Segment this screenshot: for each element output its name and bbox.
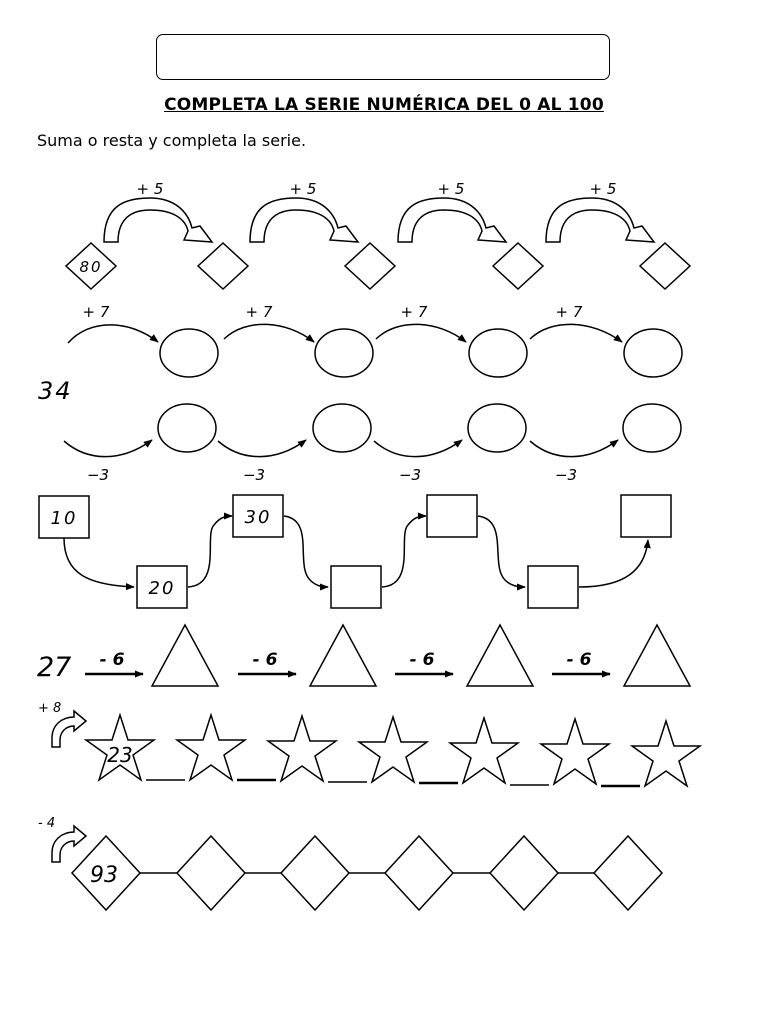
- series-start-34: 34: [38, 377, 73, 405]
- add7-step-label: + 7: [556, 303, 583, 321]
- box-4-blank[interactable]: [330, 565, 382, 609]
- sub6-blank-triangle[interactable]: [622, 623, 692, 687]
- star-blank[interactable]: [174, 712, 248, 782]
- sub3-blank-ellipse[interactable]: [312, 403, 372, 453]
- add7-arrow-3: [375, 323, 467, 343]
- add5-step-label: + 5: [137, 180, 164, 198]
- sub6-step-label: - 6: [100, 650, 125, 670]
- add7-blank-ellipse[interactable]: [159, 328, 219, 378]
- sub3-arrow-2: [217, 439, 307, 458]
- box-7-blank[interactable]: [620, 494, 672, 538]
- sub6-step-label: - 6: [567, 650, 592, 670]
- diamond-blank[interactable]: [592, 834, 664, 912]
- box-1: [38, 495, 90, 539]
- sub6-step-label: - 6: [253, 650, 278, 670]
- add5-arrow-4: [545, 197, 656, 243]
- sub3-blank-ellipse[interactable]: [467, 403, 527, 453]
- box-6-blank[interactable]: [527, 565, 579, 609]
- add7-step-label: + 7: [83, 303, 110, 321]
- diamond-start-value: 93: [90, 863, 118, 888]
- sub6-series: [85, 623, 692, 687]
- star-blank[interactable]: [356, 714, 430, 784]
- sub6-start-value: 27: [37, 652, 71, 683]
- add5-series: [64, 197, 692, 291]
- diamond-start: [70, 834, 142, 912]
- box-3-value: 30: [245, 507, 272, 528]
- stars-step-label: + 8: [38, 701, 61, 716]
- sub3-arrow-4: [529, 439, 619, 458]
- star-blank[interactable]: [629, 718, 703, 788]
- add5-start-value: 80: [79, 258, 102, 276]
- box-2: [136, 565, 188, 609]
- sub3-blank-ellipse[interactable]: [622, 403, 682, 453]
- star-start-value: 23: [107, 743, 132, 767]
- sub3-step-label: −3: [555, 466, 577, 484]
- add5-blank-diamond[interactable]: [196, 241, 250, 291]
- add7-arrow-1: [67, 324, 159, 344]
- sub3-series: [63, 403, 682, 458]
- stars-series: [51, 709, 703, 788]
- diamonds-series: [51, 824, 664, 912]
- star-blank[interactable]: [265, 713, 339, 783]
- add7-series: [67, 323, 683, 378]
- add5-step-label: + 5: [590, 180, 617, 198]
- box-connector: [63, 537, 135, 591]
- diamond-blank[interactable]: [175, 834, 247, 912]
- diamond-blank[interactable]: [383, 834, 455, 912]
- sub6-blank-triangle[interactable]: [465, 623, 535, 687]
- instructions-text: Suma o resta y completa la serie.: [37, 131, 307, 150]
- sub3-arrow-1: [63, 439, 153, 458]
- add7-step-label: + 7: [401, 303, 428, 321]
- add5-blank-diamond[interactable]: [343, 241, 397, 291]
- box-connector: [283, 515, 329, 591]
- diamonds-curved-arrow-icon: [51, 824, 88, 863]
- sub3-arrow-3: [373, 439, 463, 458]
- box-1-value: 10: [51, 508, 78, 529]
- sub3-step-label: −3: [87, 466, 109, 484]
- sub6-blank-triangle[interactable]: [308, 623, 378, 687]
- page-title: COMPLETA LA SERIE NUMÉRICA DEL 0 AL 100: [164, 95, 604, 115]
- add7-blank-ellipse[interactable]: [468, 328, 528, 378]
- box-connector: [477, 515, 526, 591]
- add5-arrow-3: [397, 197, 508, 243]
- add7-arrow-4: [529, 323, 623, 343]
- stars-curved-arrow-icon: [51, 709, 88, 748]
- add7-arrow-2: [223, 323, 315, 343]
- diamond-blank[interactable]: [488, 834, 560, 912]
- name-input-box[interactable]: [156, 34, 610, 80]
- box-5-blank[interactable]: [426, 494, 478, 538]
- star-start: [83, 712, 157, 782]
- box-connector: [578, 539, 651, 588]
- add7-blank-ellipse[interactable]: [623, 328, 683, 378]
- diamonds-step-label: - 4: [38, 816, 55, 831]
- add5-blank-diamond[interactable]: [491, 241, 545, 291]
- box-connector: [381, 512, 427, 588]
- box-2-value: 20: [149, 578, 176, 599]
- boxes-series: [38, 494, 672, 609]
- add7-step-label: + 7: [246, 303, 273, 321]
- add5-step-label: + 5: [438, 180, 465, 198]
- sub3-step-label: −3: [243, 466, 265, 484]
- star-blank[interactable]: [447, 715, 521, 785]
- diamond-blank[interactable]: [279, 834, 351, 912]
- sub6-step-label: - 6: [410, 650, 435, 670]
- add7-blank-ellipse[interactable]: [314, 328, 374, 378]
- sub3-blank-ellipse[interactable]: [157, 403, 217, 453]
- sub3-step-label: −3: [399, 466, 421, 484]
- box-3: [232, 494, 284, 538]
- add5-arrow-1: [103, 197, 214, 243]
- sub6-blank-triangle[interactable]: [150, 623, 220, 687]
- add5-step-label: + 5: [290, 180, 317, 198]
- star-blank[interactable]: [538, 716, 612, 786]
- add5-arrow-2: [249, 197, 360, 243]
- add5-blank-diamond[interactable]: [638, 241, 692, 291]
- add5-start-diamond: [64, 241, 118, 291]
- box-connector: [187, 512, 233, 588]
